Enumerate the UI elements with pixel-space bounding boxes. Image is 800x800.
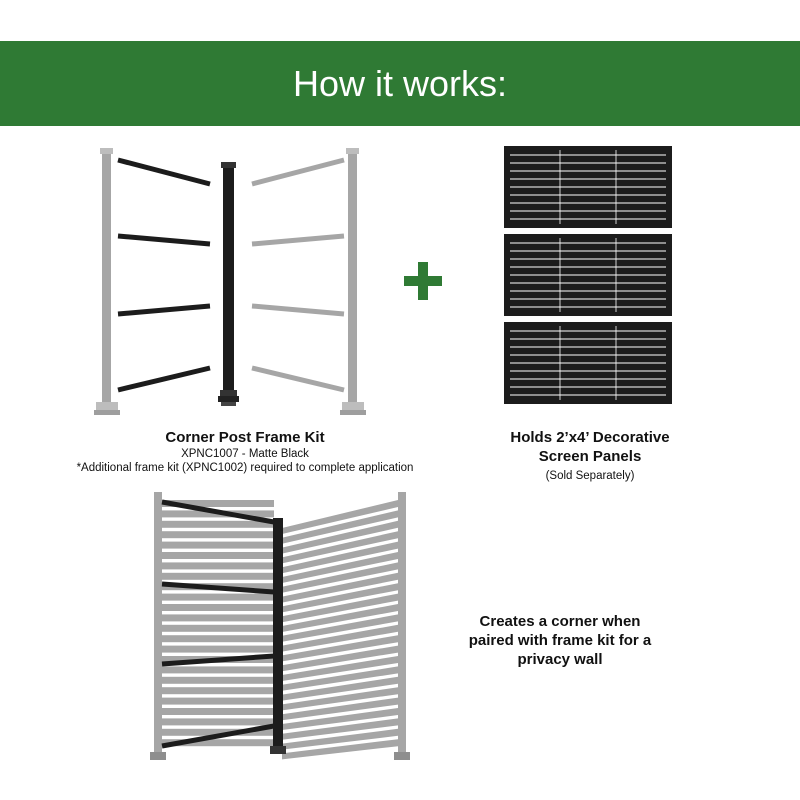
wall-right-post [398, 492, 406, 754]
frame-kit-note: *Additional frame kit (XPNC1002) require… [76, 462, 414, 474]
result-line3: privacy wall [517, 651, 603, 668]
page-title: How it works: [292, 62, 508, 104]
frame-kit-title: Corner Post Frame Kit [165, 429, 325, 446]
panels-caption: Holds 2’x4’ Decorative Screen Panels (So… [470, 428, 710, 483]
screen-panel [504, 146, 672, 228]
screen-panel [504, 234, 672, 316]
header-banner: How it works: [0, 41, 800, 126]
frame-kit-model: XPNC1007 - Matte Black [181, 448, 309, 460]
result-line2: paired with frame kit for a [468, 632, 652, 649]
frame-kit-caption: Corner Post Frame Kit XPNC1007 - Matte B… [30, 428, 460, 475]
panels-note: (Sold Separately) [545, 470, 635, 482]
corner-post-frame-kit-illustration [94, 148, 366, 415]
decorative-screen-panels-illustration [504, 146, 672, 404]
panels-title-line1: Holds 2’x4’ Decorative [510, 429, 670, 446]
panels-title-line2: Screen Panels [538, 448, 642, 465]
corner-privacy-wall-illustration [150, 492, 410, 760]
screen-panel [504, 322, 672, 404]
plus-icon [404, 262, 442, 300]
wall-corner-post [273, 518, 283, 750]
result-caption: Creates a corner when paired with frame … [445, 612, 675, 669]
result-line1: Creates a corner when [479, 613, 641, 630]
wall-left-post [154, 492, 162, 754]
